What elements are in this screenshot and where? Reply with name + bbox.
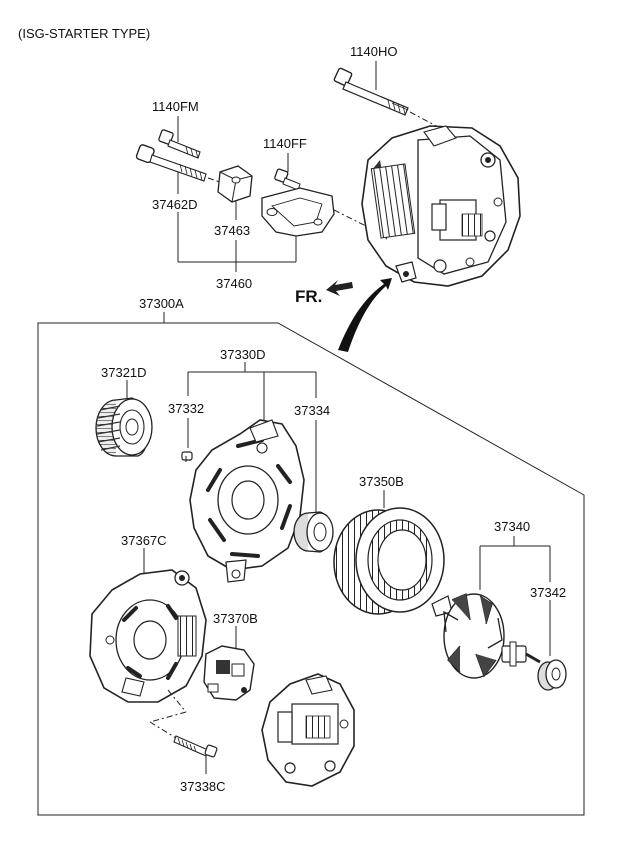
diagram-title: (ISG-STARTER TYPE)	[18, 26, 151, 41]
brush-holder-37370B	[203, 645, 255, 701]
explode-arrow	[338, 278, 392, 352]
front-direction-arrow	[326, 280, 353, 296]
part-label-37330D: 37330D	[220, 347, 266, 362]
part-label-37300A: 37300A	[139, 296, 184, 311]
part-label-1140HO: 1140HO	[350, 44, 398, 59]
alternator-assembly	[361, 125, 521, 287]
rear-cover-axis-3	[149, 721, 177, 739]
rear-cover-axis-2	[149, 711, 187, 723]
bearing-37334	[293, 511, 334, 553]
part-label-37342: 37342	[530, 585, 567, 600]
part-label-1140FM: 1140FM	[152, 99, 199, 114]
part-label-37370B: 37370B	[213, 611, 258, 626]
part-label-1140FF: 1140FF	[263, 136, 307, 151]
bolt-37462D	[135, 144, 207, 182]
bracket-assembly	[261, 187, 335, 237]
part-label-37338C: 37338C	[180, 779, 226, 794]
pulley-37321D	[95, 397, 153, 457]
part-label-37321D: 37321D	[101, 365, 147, 380]
part-label-37340: 37340	[494, 519, 531, 534]
part-label-37463: 37463	[214, 223, 251, 238]
leader-37340	[479, 536, 551, 590]
bolt-1140HO-axis	[409, 111, 441, 129]
bolt-1140FF	[274, 168, 301, 191]
leader-37330D	[187, 362, 317, 420]
stator-37350B	[333, 507, 445, 615]
spacer-37463	[217, 165, 253, 203]
rear-cover-37367C	[89, 569, 207, 703]
bolt-1140FM	[158, 129, 201, 159]
rear-end-cover	[261, 673, 355, 787]
front-direction-label: FR.	[295, 287, 323, 306]
front-housing-37330D	[189, 419, 305, 583]
leader-37460	[177, 212, 297, 272]
part-label-37332: 37332	[168, 401, 205, 416]
part-label-37460: 37460	[216, 276, 253, 291]
part-label-37350B: 37350B	[359, 474, 404, 489]
bolt-1140HO	[333, 67, 409, 116]
screw-37332	[181, 451, 193, 462]
bearing-37342	[537, 659, 567, 691]
part-label-37334: 37334	[294, 403, 331, 418]
rear-cover-axis	[167, 689, 187, 713]
part-label-37367C: 37367C	[121, 533, 167, 548]
assembly-outline	[37, 322, 585, 816]
part-label-37462D: 37462D	[152, 197, 198, 212]
rotor-37340	[431, 593, 541, 679]
bolt-37462D-axis	[207, 177, 233, 187]
bolt-37338C	[173, 735, 218, 758]
